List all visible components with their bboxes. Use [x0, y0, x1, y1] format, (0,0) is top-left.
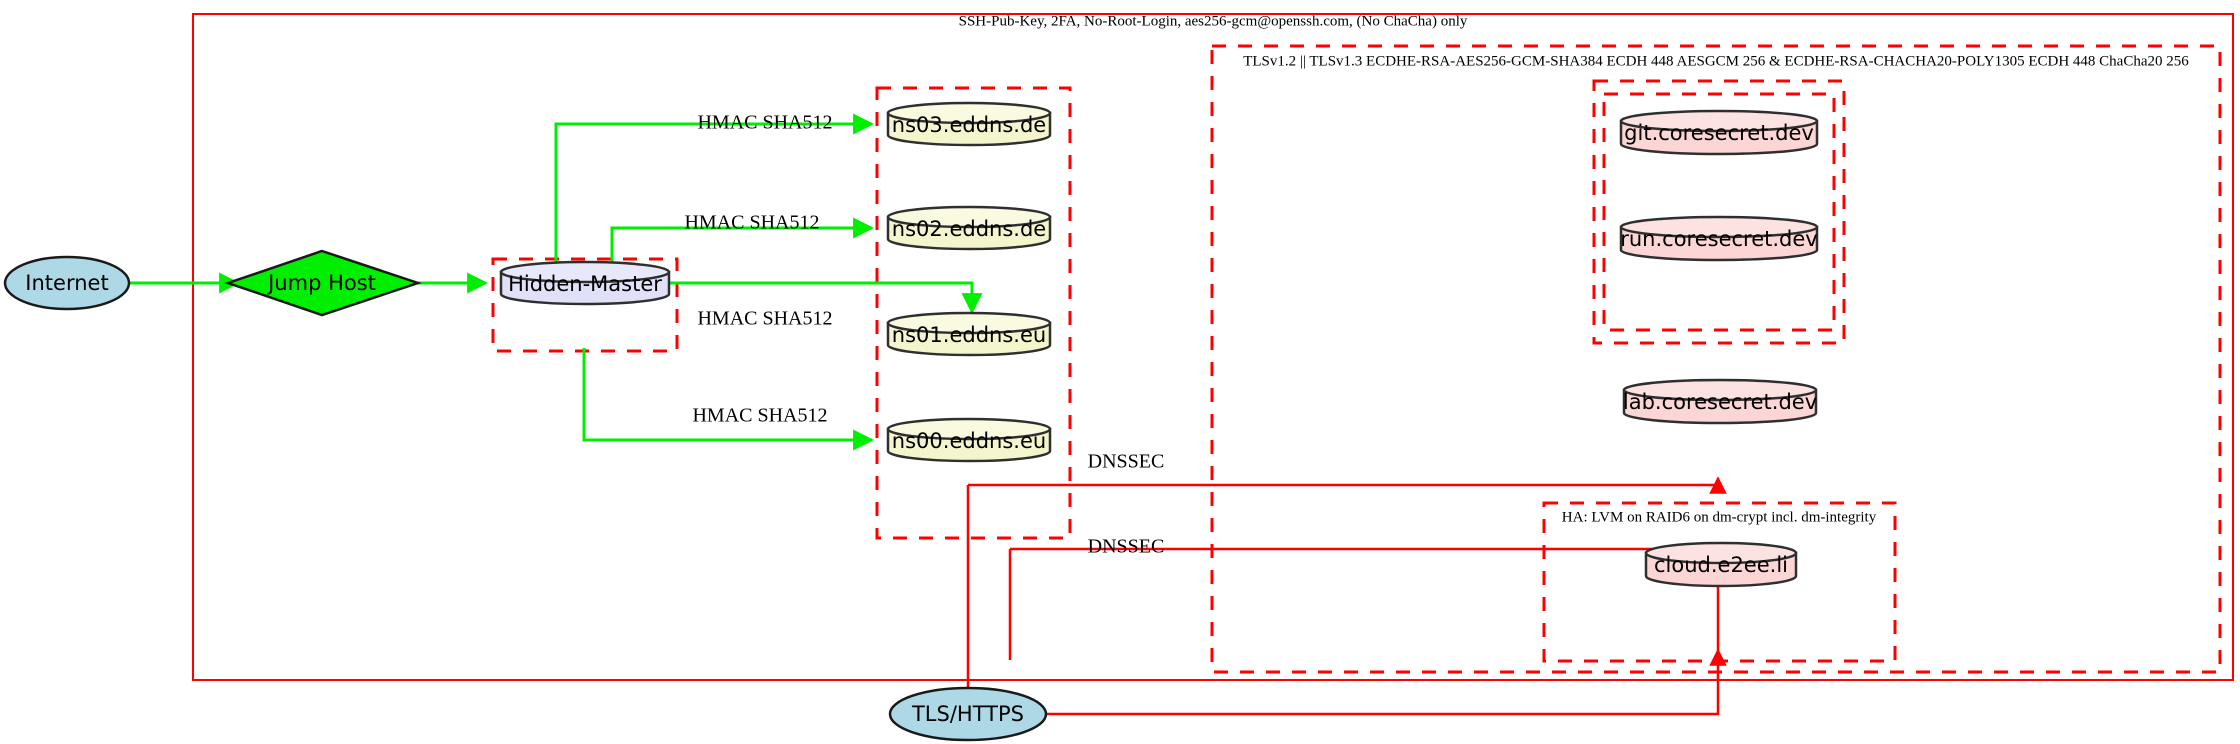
- node-git-coresecret-label: git.coresecret.dev: [1624, 121, 1814, 145]
- edge-hiddenmaster-to-ns02: [610, 217, 875, 265]
- node-ns03[interactable]: ns03.eddns.de: [886, 101, 1052, 147]
- node-ns02[interactable]: ns02.eddns.de: [886, 205, 1052, 251]
- node-run-coresecret[interactable]: run.coresecret.dev: [1619, 215, 1819, 262]
- coresecret-inner-cluster-box: [1602, 92, 1836, 332]
- node-internet-label: Internet: [25, 271, 108, 295]
- node-lab-coresecret-label: lab.coresecret.dev: [1623, 390, 1817, 414]
- node-hidden-master-label: Hidden-Master: [508, 272, 662, 296]
- edge-label-hmac-ns01: HMAC SHA512: [697, 308, 832, 330]
- node-internet[interactable]: Internet: [3, 255, 131, 311]
- tls-boundary-box: [1210, 44, 2222, 674]
- node-jump-host[interactable]: Jump Host: [224, 249, 422, 317]
- edge-label-dnssec-upper: DNSSEC: [1088, 451, 1165, 473]
- node-hidden-master[interactable]: Hidden-Master: [499, 260, 671, 306]
- edge-dnssec-upper: [968, 476, 1727, 494]
- ssh-boundary-label: SSH-Pub-Key, 2FA, No-Root-Login, aes256-…: [959, 13, 1468, 29]
- edge-label-hmac-ns00: HMAC SHA512: [692, 405, 827, 427]
- edge-dnssec-lower: [1010, 547, 1720, 650]
- edge-tls-to-ha: [1040, 670, 1720, 716]
- ns-cluster-box: [875, 86, 1072, 540]
- tls-boundary-label: TLSv1.2 || TLSv1.3 ECDHE-RSA-AES256-GCM-…: [1243, 53, 2189, 69]
- node-ns02-label: ns02.eddns.de: [892, 217, 1046, 241]
- edge-hiddenmaster-to-ns00: [582, 348, 875, 451]
- edge-label-dnssec-lower: DNSSEC: [1088, 536, 1165, 558]
- edge-hiddenmaster-to-ns03: [554, 113, 875, 262]
- ssh-boundary-box: [192, 13, 2234, 681]
- edge-label-hmac-ns03: HMAC SHA512: [697, 112, 832, 134]
- edge-hiddenmaster-to-ns01: [668, 281, 983, 315]
- node-ns00-label: ns00.eddns.eu: [892, 429, 1046, 453]
- node-git-coresecret[interactable]: git.coresecret.dev: [1619, 109, 1819, 156]
- node-ns01-label: ns01.eddns.eu: [892, 323, 1046, 347]
- node-lab-coresecret[interactable]: lab.coresecret.dev: [1622, 378, 1818, 425]
- ha-boundary-label: HA: LVM on RAID6 on dm-crypt incl. dm-in…: [1562, 509, 1877, 525]
- node-run-coresecret-label: run.coresecret.dev: [1620, 227, 1818, 251]
- node-ns00[interactable]: ns00.eddns.eu: [886, 417, 1052, 463]
- node-cloud-e2ee-label: cloud.e2ee.li: [1654, 553, 1788, 577]
- coresecret-outer-cluster-box: [1592, 79, 1846, 345]
- node-ns03-label: ns03.eddns.de: [892, 113, 1046, 137]
- node-ns01[interactable]: ns01.eddns.eu: [886, 311, 1052, 357]
- node-tls-https[interactable]: TLS/HTTPS: [888, 686, 1048, 742]
- node-jump-host-label: Jump Host: [266, 271, 376, 295]
- edge-label-hmac-ns02: HMAC SHA512: [684, 212, 819, 234]
- node-cloud-e2ee[interactable]: cloud.e2ee.li: [1644, 541, 1798, 588]
- node-tls-https-label: TLS/HTTPS: [911, 702, 1024, 726]
